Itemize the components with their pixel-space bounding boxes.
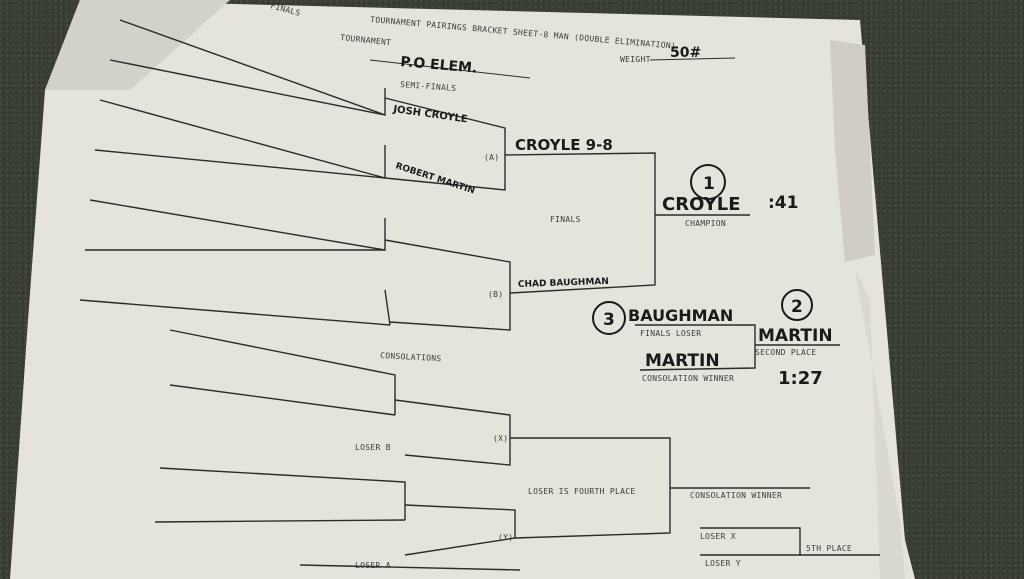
second-place-label: SECOND PLACE <box>755 348 816 357</box>
hand-martin-time: 1:27 <box>778 368 823 389</box>
paper-shadow <box>45 0 230 90</box>
hand-place-1: 1 <box>703 174 715 194</box>
paper-fold-right <box>855 270 905 579</box>
match-b-label: (B) <box>488 290 503 299</box>
hand-baughman: BAUGHMAN <box>628 306 733 325</box>
hand-martin-second: MARTIN <box>758 326 833 346</box>
fifth-place-label: 5TH PLACE <box>806 544 852 553</box>
paper-sheet <box>10 0 915 579</box>
consolation-winner-label-1: CONSOLATION WINNER <box>642 374 734 383</box>
match-x-label: (X) <box>493 434 508 443</box>
loser-b-label: LOSER B <box>355 443 391 452</box>
match-a-label: (A) <box>484 153 499 162</box>
weight-value: 50# <box>670 45 701 61</box>
loser-y-label: LOSER Y <box>705 559 741 568</box>
loser-x-label: LOSER X <box>700 532 736 541</box>
first-round-lines <box>79 19 391 326</box>
hand-croyle-score: CROYLE 9-8 <box>515 136 613 154</box>
hand-place-2: 2 <box>791 297 803 317</box>
consolation-lines <box>154 329 810 571</box>
place-2-circle <box>781 289 813 321</box>
loser-a-label: LOSER A <box>355 561 391 570</box>
tournament-value: P.O ELEM. <box>400 54 478 77</box>
finals-loser-lines <box>635 324 880 556</box>
place-1-circle <box>690 164 726 200</box>
champion-label: CHAMPION <box>685 219 726 228</box>
hand-champion-time: :41 <box>768 193 798 213</box>
hand-place-3: 3 <box>603 310 615 330</box>
match-y-label: (Y) <box>498 533 513 542</box>
loser-fourth-label: LOSER IS FOURTH PLACE <box>528 487 635 496</box>
consolations-label: CONSOLATIONS <box>380 351 442 363</box>
finals-label: FINALS <box>550 215 581 224</box>
consolation-winner-label-2: CONSOLATION WINNER <box>690 491 782 500</box>
torn-edge <box>830 40 875 262</box>
place-3-circle <box>592 301 626 335</box>
semifinal-lines <box>384 97 750 331</box>
hand-martin-consolation: MARTIN <box>645 351 720 371</box>
hand-champion-name: CROYLE <box>662 194 741 215</box>
weight-label: WEIGHT <box>620 55 651 64</box>
semi-finals-label: SEMI-FINALS <box>400 80 457 93</box>
hand-chad-baughman: CHAD BAUGHMAN <box>518 277 609 290</box>
finals-loser-label: FINALS LOSER <box>640 329 701 338</box>
